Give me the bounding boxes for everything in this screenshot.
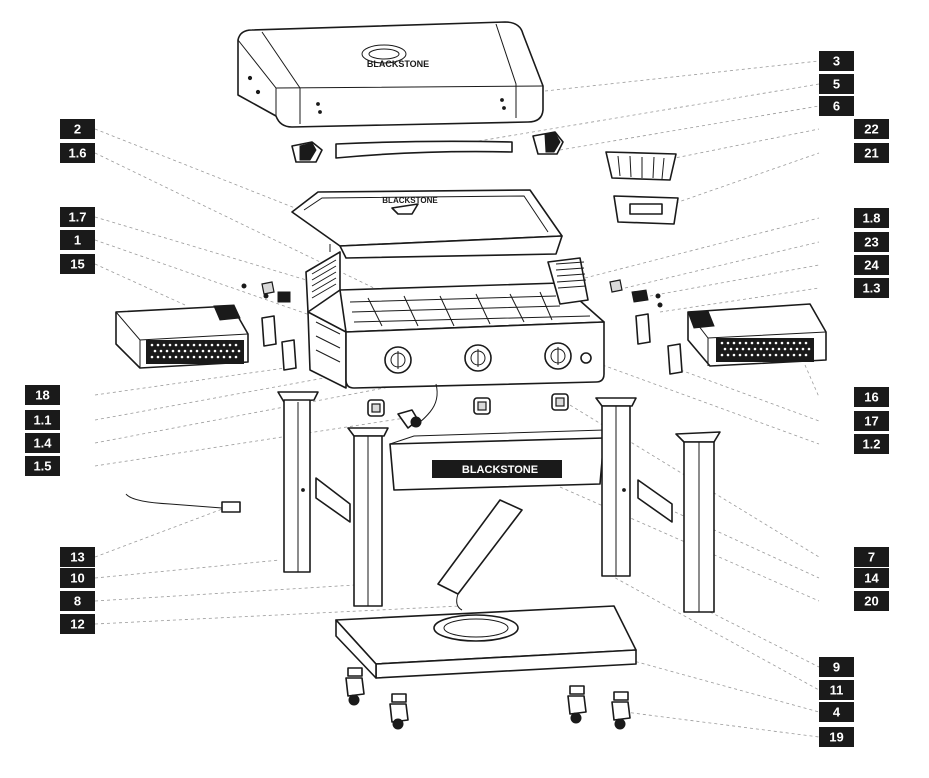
handle-bracket-right [532, 131, 564, 155]
svg-text:12: 12 [70, 617, 84, 632]
svg-text:1.4: 1.4 [33, 436, 52, 451]
left-side-shelf-part [115, 304, 249, 369]
svg-text:16: 16 [864, 390, 878, 405]
svg-text:1.7: 1.7 [68, 210, 86, 225]
callout-label: 24 [854, 255, 889, 275]
caster-2 [389, 693, 409, 730]
svg-text:22: 22 [864, 122, 878, 137]
caster-4 [611, 691, 631, 730]
control-knob-2 [464, 344, 492, 372]
svg-text:6: 6 [833, 99, 840, 114]
shelf-brackets [261, 313, 683, 375]
callout-label: 22 [854, 119, 889, 139]
svg-text:2: 2 [74, 122, 81, 137]
handle-bracket-left [291, 141, 323, 163]
svg-text:20: 20 [864, 594, 878, 609]
callout-label: 9 [819, 657, 854, 677]
callout-label: 17 [854, 411, 889, 431]
callout-label: 12 [60, 614, 95, 634]
svg-text:15: 15 [70, 257, 84, 272]
griddle-body-part [305, 251, 605, 389]
regulator-hose-part [397, 383, 438, 429]
control-knob-3 [544, 342, 572, 370]
igniter-button [580, 352, 592, 364]
svg-text:5: 5 [833, 77, 840, 92]
svg-text:10: 10 [70, 571, 84, 586]
leg-front-left [277, 391, 319, 573]
svg-text:11: 11 [830, 683, 844, 698]
caster-3 [567, 685, 587, 724]
svg-text:9: 9 [833, 660, 840, 675]
callout-label: 3 [819, 51, 854, 71]
callout-label: 8 [60, 591, 95, 611]
tank-hook-part [437, 499, 523, 611]
handle-bar-part [335, 140, 513, 159]
leg-rear-right [595, 397, 637, 577]
svg-text:21: 21 [864, 146, 878, 161]
svg-text:4: 4 [833, 705, 841, 720]
svg-text:3: 3 [833, 54, 840, 69]
callout-label: 2 [60, 119, 95, 139]
leg-front-middle [347, 427, 389, 607]
svg-text:1.8: 1.8 [862, 211, 880, 226]
callout-label: 1.5 [25, 456, 60, 476]
leg-front-right [675, 431, 721, 613]
svg-text:1.2: 1.2 [862, 437, 880, 452]
callout-label: 21 [854, 143, 889, 163]
callout-label: 20 [854, 591, 889, 611]
svg-text:1.3: 1.3 [862, 281, 880, 296]
callout-label: 5 [819, 74, 854, 94]
svg-text:1.5: 1.5 [33, 459, 51, 474]
callout-label: 13 [60, 547, 95, 567]
svg-text:23: 23 [864, 235, 878, 250]
lid-part: BLACKSTONE [237, 21, 544, 128]
callout-label: 1.3 [854, 278, 889, 298]
svg-text:14: 14 [864, 571, 879, 586]
svg-text:24: 24 [864, 258, 879, 273]
callout-label: 18 [25, 385, 60, 405]
callout-label: 14 [854, 568, 889, 588]
svg-text:17: 17 [864, 414, 878, 429]
svg-text:7: 7 [868, 550, 875, 565]
svg-text:1: 1 [74, 233, 81, 248]
valve-knobs [367, 393, 569, 417]
grease-cup-part [613, 195, 679, 225]
svg-text:1.1: 1.1 [33, 413, 51, 428]
callout-label: 6 [819, 96, 854, 116]
bottom-shelf-part [335, 605, 637, 679]
igniter-wire-part [125, 493, 241, 513]
callout-label: 4 [819, 702, 854, 722]
caster-1 [345, 667, 365, 706]
griddle-top-part: BLACKSTONE [291, 189, 563, 259]
callout-label: 16 [854, 387, 889, 407]
grease-cup-liner-part [605, 151, 677, 181]
callout-label: 11 [819, 680, 854, 700]
callout-label: 1.2 [854, 434, 889, 454]
svg-text:18: 18 [35, 388, 49, 403]
hardware-parts [241, 279, 663, 308]
callout-label: 1.6 [60, 143, 95, 163]
callout-label: 7 [854, 547, 889, 567]
griddle-brand-text: BLACKSTONE [382, 196, 438, 205]
control-knob-1 [384, 346, 412, 374]
callout-label: 1.4 [25, 433, 60, 453]
tray-brand-text: BLACKSTONE [462, 464, 538, 476]
right-side-shelf-part [687, 303, 827, 367]
callout-label: 1 [60, 230, 95, 250]
side-braces [315, 477, 673, 523]
lid-brand-text: BLACKSTONE [367, 59, 429, 69]
grease-tray-part: BLACKSTONE [389, 429, 605, 491]
svg-text:1.6: 1.6 [68, 146, 86, 161]
callout-label: 1.7 [60, 207, 95, 227]
svg-text:8: 8 [74, 594, 81, 609]
callout-label: 1.1 [25, 410, 60, 430]
callout-label: 23 [854, 232, 889, 252]
svg-text:19: 19 [829, 730, 843, 745]
callout-label: 1.8 [854, 208, 889, 228]
callout-label: 10 [60, 568, 95, 588]
callout-label: 15 [60, 254, 95, 274]
callout-label: 19 [819, 727, 854, 747]
svg-text:13: 13 [70, 550, 84, 565]
